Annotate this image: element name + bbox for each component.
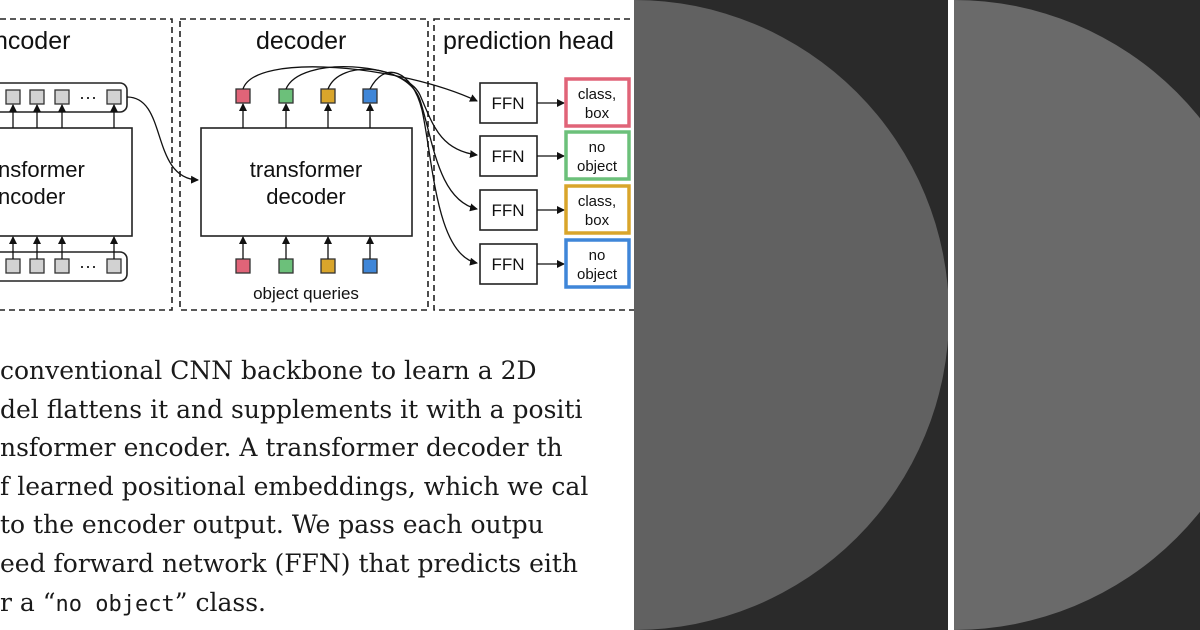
encoder-input-ellipsis: ···: [79, 256, 97, 276]
prediction-head-header: prediction head: [443, 27, 614, 55]
prediction-3-line2: box: [585, 212, 610, 229]
prediction-box-4: [564, 238, 631, 289]
encoder-block-label-line2: ncoder: [0, 184, 65, 209]
prediction-row-4: FFN no object: [479, 238, 631, 289]
encoder-input-token: [54, 258, 70, 274]
inline-code-no-object: no object: [55, 591, 175, 617]
decoder-header: decoder: [256, 27, 346, 55]
body-line-6: eed forward network (FFN) that predicts …: [0, 548, 579, 578]
decoder-block-label-line2: decoder: [266, 184, 346, 209]
dark-image-pane-2: [954, 0, 1200, 630]
transformer-decoder-block: [200, 127, 413, 237]
body-line-7-suffix: ” class.: [174, 587, 266, 617]
encoder-input-token: [29, 258, 45, 274]
transformer-encoder-block: [0, 127, 133, 237]
prediction-1-line2: box: [585, 105, 610, 122]
body-line-5: to the encoder output. We pass each outp…: [0, 510, 544, 540]
ffn-box: [479, 135, 538, 177]
prediction-box-2: [564, 130, 631, 181]
object-query-1: [235, 258, 251, 274]
ffn-box: [479, 82, 538, 124]
ffn-label: FFN: [491, 255, 524, 274]
ffn-box: [479, 243, 538, 285]
prediction-box-1: [564, 77, 631, 128]
ffn-label: FFN: [491, 147, 524, 166]
encoder-output-token: [5, 89, 21, 105]
encoder-arrows: [9, 104, 118, 259]
ffn-box: [479, 189, 538, 231]
decoder-to-ffn-arrow-4: [369, 71, 478, 266]
body-line-7-prefix: r a “: [0, 587, 56, 617]
semicircle-shape-1: [634, 0, 948, 630]
encoder-to-decoder-arrow: [126, 96, 199, 184]
decoder-block-label-line1: transformer: [250, 157, 362, 182]
pane-divider: [948, 0, 954, 630]
prediction-3-line1: class,: [578, 193, 616, 210]
ffn-label: FFN: [491, 201, 524, 220]
prediction-head-section-frame: [433, 18, 634, 311]
encoder-output-token: [29, 89, 45, 105]
encoder-input-token-group: [0, 251, 128, 282]
ffn-label: FFN: [491, 94, 524, 113]
encoder-input-token: [5, 258, 21, 274]
encoder-output-token: [54, 89, 70, 105]
decoder-to-ffn-arrow-1: [242, 66, 478, 102]
encoder-input-token: [106, 258, 122, 274]
body-line-3: nsformer encoder. A transformer decoder …: [0, 433, 563, 463]
body-line-7: r a “no object” class.: [0, 584, 634, 623]
object-query-3: [320, 258, 336, 274]
prediction-4-line1: no: [589, 247, 606, 264]
decoder-to-ffn-arrow-3: [327, 68, 478, 212]
decoder-to-ffn-arrow-2: [285, 66, 478, 159]
prediction-row-2: FFN no object: [479, 130, 631, 181]
encoder-block-label-line1: nsformer: [0, 157, 85, 182]
paper-page: ncoder decoder prediction head ··· ··· n…: [0, 0, 634, 622]
prediction-4-line2: object: [577, 266, 618, 283]
decoder-arrows: [239, 103, 374, 259]
dark-image-pane-1: [634, 0, 948, 630]
decoder-output-token-1: [235, 88, 251, 104]
figure-svg: ncoder decoder prediction head ··· ··· n…: [0, 18, 634, 311]
prediction-2-line1: no: [589, 139, 606, 156]
prediction-row-3: FFN class, box: [479, 184, 631, 235]
encoder-header: ncoder: [0, 27, 70, 55]
prediction-row-1: FFN class, box: [479, 77, 631, 128]
body-line-2: del flattens it and supplements it with …: [0, 394, 583, 424]
semicircle-shape-2: [954, 0, 1200, 630]
encoder-section-frame: [0, 18, 173, 311]
large-circle: [634, 0, 948, 630]
decoder-output-token-3: [320, 88, 336, 104]
paper-body-paragraph: conventional CNN backbone to learn a 2D …: [0, 352, 634, 622]
object-queries-label: object queries: [253, 284, 359, 303]
prediction-1-line1: class,: [578, 86, 616, 103]
decoder-to-ffn-arrows: [242, 66, 478, 266]
encoder-output-token: [106, 89, 122, 105]
prediction-box-3: [564, 184, 631, 235]
object-query-2: [278, 258, 294, 274]
decoder-section-frame: [179, 18, 429, 311]
detr-architecture-figure: ncoder decoder prediction head ··· ··· n…: [0, 0, 634, 320]
decoder-output-token-2: [278, 88, 294, 104]
body-line-1: conventional CNN backbone to learn a 2D: [0, 356, 537, 385]
large-circle: [954, 0, 1200, 630]
body-line-4: f learned positional embeddings, which w…: [0, 471, 589, 501]
prediction-2-line2: object: [577, 158, 618, 175]
decoder-output-token-4: [362, 88, 378, 104]
encoder-output-ellipsis: ···: [79, 87, 97, 107]
object-query-4: [362, 258, 378, 274]
